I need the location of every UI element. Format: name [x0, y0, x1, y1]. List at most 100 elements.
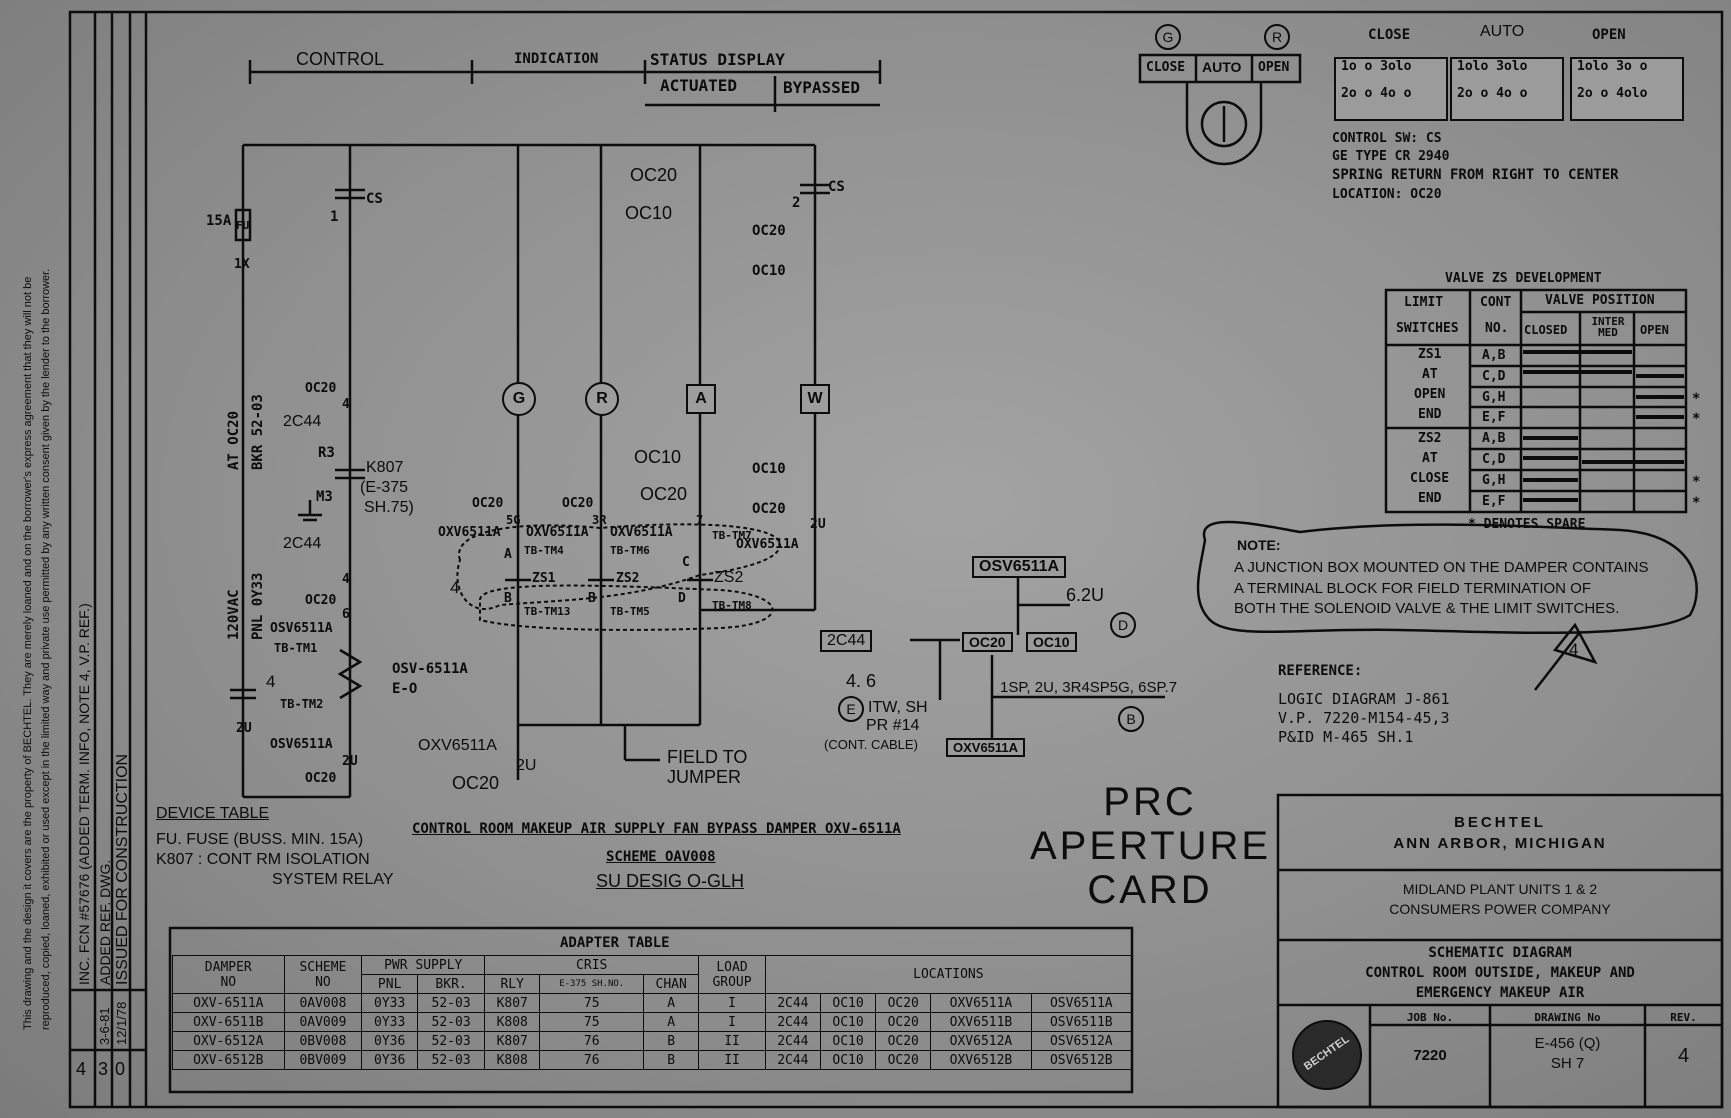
- bechtel-logo-text: BECHTEL: [1301, 1033, 1352, 1073]
- cs1-label: CS: [366, 191, 383, 207]
- spare-mark-4: *: [1692, 495, 1701, 511]
- bechtel-logo: BECHTEL: [1292, 1020, 1362, 1090]
- cs2-label: CS: [828, 179, 845, 195]
- inter-med-header: INTER MED: [1591, 315, 1625, 339]
- open-contact-row1: 1olo 3o o: [1577, 59, 1648, 74]
- cell-scheme: 0AV009: [283, 1012, 363, 1032]
- oc10-top-1: OC10: [625, 203, 673, 223]
- revision-0-date: 12/1/78: [114, 1001, 129, 1045]
- solenoid-valve-label: OSV-6511A: [392, 661, 468, 677]
- tb-tm7-label: TB-TM7: [712, 529, 752, 542]
- spring-return-note: SPRING RETURN FROM RIGHT TO CENTER: [1332, 167, 1619, 183]
- panel-label: PNL 0Y33: [250, 572, 266, 640]
- zs1-line3: OPEN: [1414, 387, 1446, 402]
- m3-label: M3: [316, 489, 333, 505]
- cell-location-1: 2C44: [764, 1050, 821, 1070]
- spare-mark-2: *: [1692, 411, 1701, 427]
- cell-location-2: OC10: [819, 993, 877, 1013]
- ref-b-circle: B: [1118, 706, 1144, 732]
- cell-damper: OXV-6511B: [172, 1012, 285, 1032]
- osv6511a-label-b: OSV6511A: [270, 737, 333, 752]
- open-contact-row2: 2o o 4olo: [1577, 86, 1648, 101]
- revision-triangle-b: 4: [450, 578, 460, 597]
- spare-footnote: * DENOTES SPARE: [1468, 517, 1586, 532]
- revision-3-number: 3: [98, 1059, 109, 1079]
- cont-header-2: NO.: [1485, 321, 1509, 336]
- cell-sheet: 75: [539, 993, 645, 1013]
- header-cris: CRIS: [484, 955, 700, 975]
- cell-load-group: II: [698, 1031, 766, 1051]
- cell-location-1: 2C44: [764, 1012, 821, 1032]
- close-contact-box: 1o o 3olo 2o o 4o o: [1334, 57, 1448, 121]
- aperture-line-3: CARD: [1087, 868, 1213, 912]
- node-2u-b: 2U: [342, 754, 358, 769]
- cell-location-3: OC20: [875, 1050, 932, 1070]
- status-lamp-a: A: [686, 384, 716, 414]
- oc10-mid-1: OC10: [634, 447, 682, 467]
- cs1-number: 1: [330, 209, 339, 225]
- g-light-indicator: G: [1155, 24, 1181, 50]
- 2c44-block: 2C44: [820, 630, 873, 652]
- header-rly: RLY: [484, 974, 541, 994]
- drawing-title-2: CONTROL ROOM OUTSIDE, MAKEUP AND: [1365, 965, 1635, 981]
- header-pnl: PNL: [361, 974, 419, 994]
- cell-bkr: 52-03: [417, 1012, 486, 1032]
- scheme-title: CONTROL ROOM MAKEUP AIR SUPPLY FAN BYPAS…: [412, 821, 901, 837]
- drawing-title-1: SCHEMATIC DIAGRAM: [1428, 945, 1572, 961]
- zs1-symbol-label: ZS1: [532, 571, 556, 586]
- cs2-number: 2: [792, 195, 801, 211]
- note-line-1: A JUNCTION BOX MOUNTED ON THE DAMPER CON…: [1234, 559, 1649, 576]
- aperture-line-2: APERTURE: [1030, 824, 1272, 868]
- oxv6511a-block: OXV6511A: [946, 738, 1026, 757]
- sheet-number: SH 7: [1550, 1055, 1585, 1072]
- limit-header-1: LIMIT: [1404, 295, 1444, 310]
- cell-location-2: OC10: [819, 1012, 877, 1032]
- cell-rly: K808: [484, 1012, 541, 1032]
- oc20-node-c: OC20: [305, 771, 337, 786]
- cell-scheme: 0AV008: [283, 993, 363, 1013]
- header-scheme-1: SCHEME: [299, 959, 347, 975]
- oxv6511a-label-2: OXV6511A: [526, 525, 589, 540]
- solenoid-eo-label: E-O: [392, 681, 418, 697]
- cell-chan: B: [643, 1050, 700, 1070]
- relay-1x-label: 1X: [234, 257, 250, 272]
- oc20-mid-2: OC20: [752, 501, 786, 517]
- oc20-bottom: OC20: [452, 773, 500, 793]
- cell-location-5: OSV6512B: [1030, 1050, 1133, 1070]
- cell-bkr: 52-03: [417, 993, 486, 1013]
- cell-load-group: II: [698, 1050, 766, 1070]
- oxv6511a-label-3: OXV6511A: [610, 525, 673, 540]
- auto-contact-row1: 1olo 3olo: [1457, 59, 1528, 74]
- reference-line-2: V.P. 7220-M154-45,3: [1278, 709, 1450, 727]
- zs2-line3: CLOSE: [1410, 471, 1450, 486]
- header-bkr: BKR.: [417, 974, 486, 994]
- reference-line-1: LOGIC DIAGRAM J-861: [1278, 690, 1450, 708]
- tb-tm8-label: TB-TM8: [712, 599, 752, 612]
- cell-location-5: OSV6511A: [1030, 993, 1133, 1013]
- closed-header: CLOSED: [1524, 323, 1568, 337]
- oc20-top-2: OC20: [752, 223, 786, 239]
- cell-location-4: OXV6512B: [930, 1050, 1032, 1070]
- cell-scheme: 0BV008: [283, 1031, 363, 1051]
- device-table-relay: SYSTEM RELAY: [272, 871, 394, 888]
- cell-pnl: 0Y33: [361, 1012, 419, 1032]
- device-table-title: DEVICE TABLE: [156, 805, 270, 822]
- switch-close-label: CLOSE: [1146, 60, 1186, 75]
- ref-e-circle: E: [838, 696, 864, 722]
- tb-tm1-label: TB-TM1: [274, 641, 318, 655]
- note-heading: NOTE:: [1237, 537, 1281, 553]
- header-chan: CHAN: [643, 974, 700, 994]
- auto-contact-box: 1olo 3olo 2o o 4o o: [1450, 57, 1564, 121]
- switch-open-label: OPEN: [1258, 60, 1290, 75]
- cell-location-1: 2C44: [764, 1031, 821, 1051]
- oxv6511a-label-1: OXV6511A: [438, 525, 501, 540]
- green-light-g: G: [502, 382, 536, 416]
- contact-b2: B: [588, 591, 596, 606]
- oc20-block: OC20: [962, 632, 1013, 652]
- contact-d: D: [678, 591, 686, 606]
- cell-rly: K807: [484, 1031, 541, 1051]
- node-4b: 4: [342, 572, 350, 587]
